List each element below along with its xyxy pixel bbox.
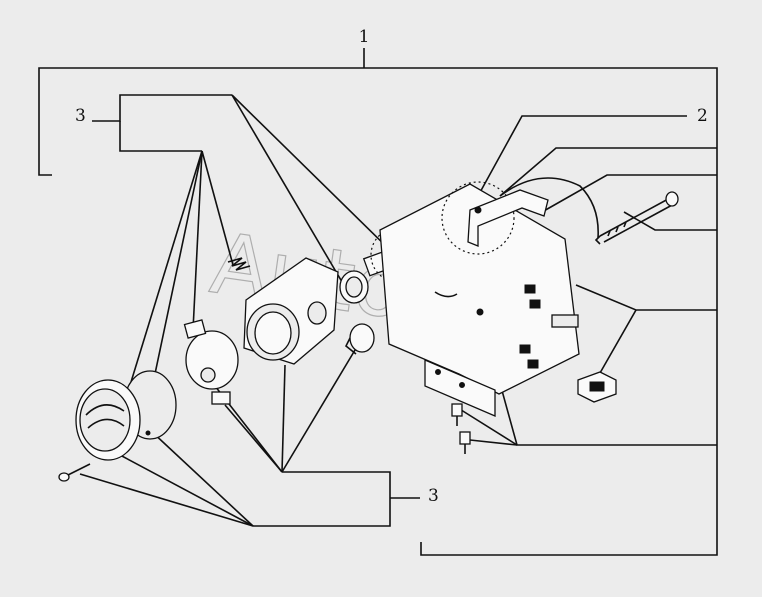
- long-bolt: [594, 191, 679, 245]
- callout-motor-guard: 2: [697, 106, 708, 126]
- kit-upper-bracket-bottom: [119, 121, 202, 152]
- rocker-switch: [577, 371, 617, 403]
- base-screws: [451, 403, 471, 454]
- motor-cable: [499, 177, 599, 239]
- assembly-bracket: [38, 67, 718, 556]
- spring: [227, 257, 251, 271]
- coupling: [183, 319, 239, 405]
- bearing-small: [339, 270, 369, 304]
- callout-kit-lower: 3: [428, 486, 439, 506]
- callout-kit-upper: 3: [75, 106, 86, 126]
- end-cover: [75, 370, 177, 461]
- bearing-housing: [243, 257, 339, 365]
- cover-screw: [58, 463, 91, 482]
- guard-leader: [477, 115, 687, 197]
- plug: [344, 323, 375, 355]
- motor-assembly: [379, 181, 580, 417]
- callout-assembly: 1: [359, 27, 370, 47]
- kit-upper-bracket-top: [92, 94, 232, 122]
- kit-lower-bracket: [253, 471, 391, 527]
